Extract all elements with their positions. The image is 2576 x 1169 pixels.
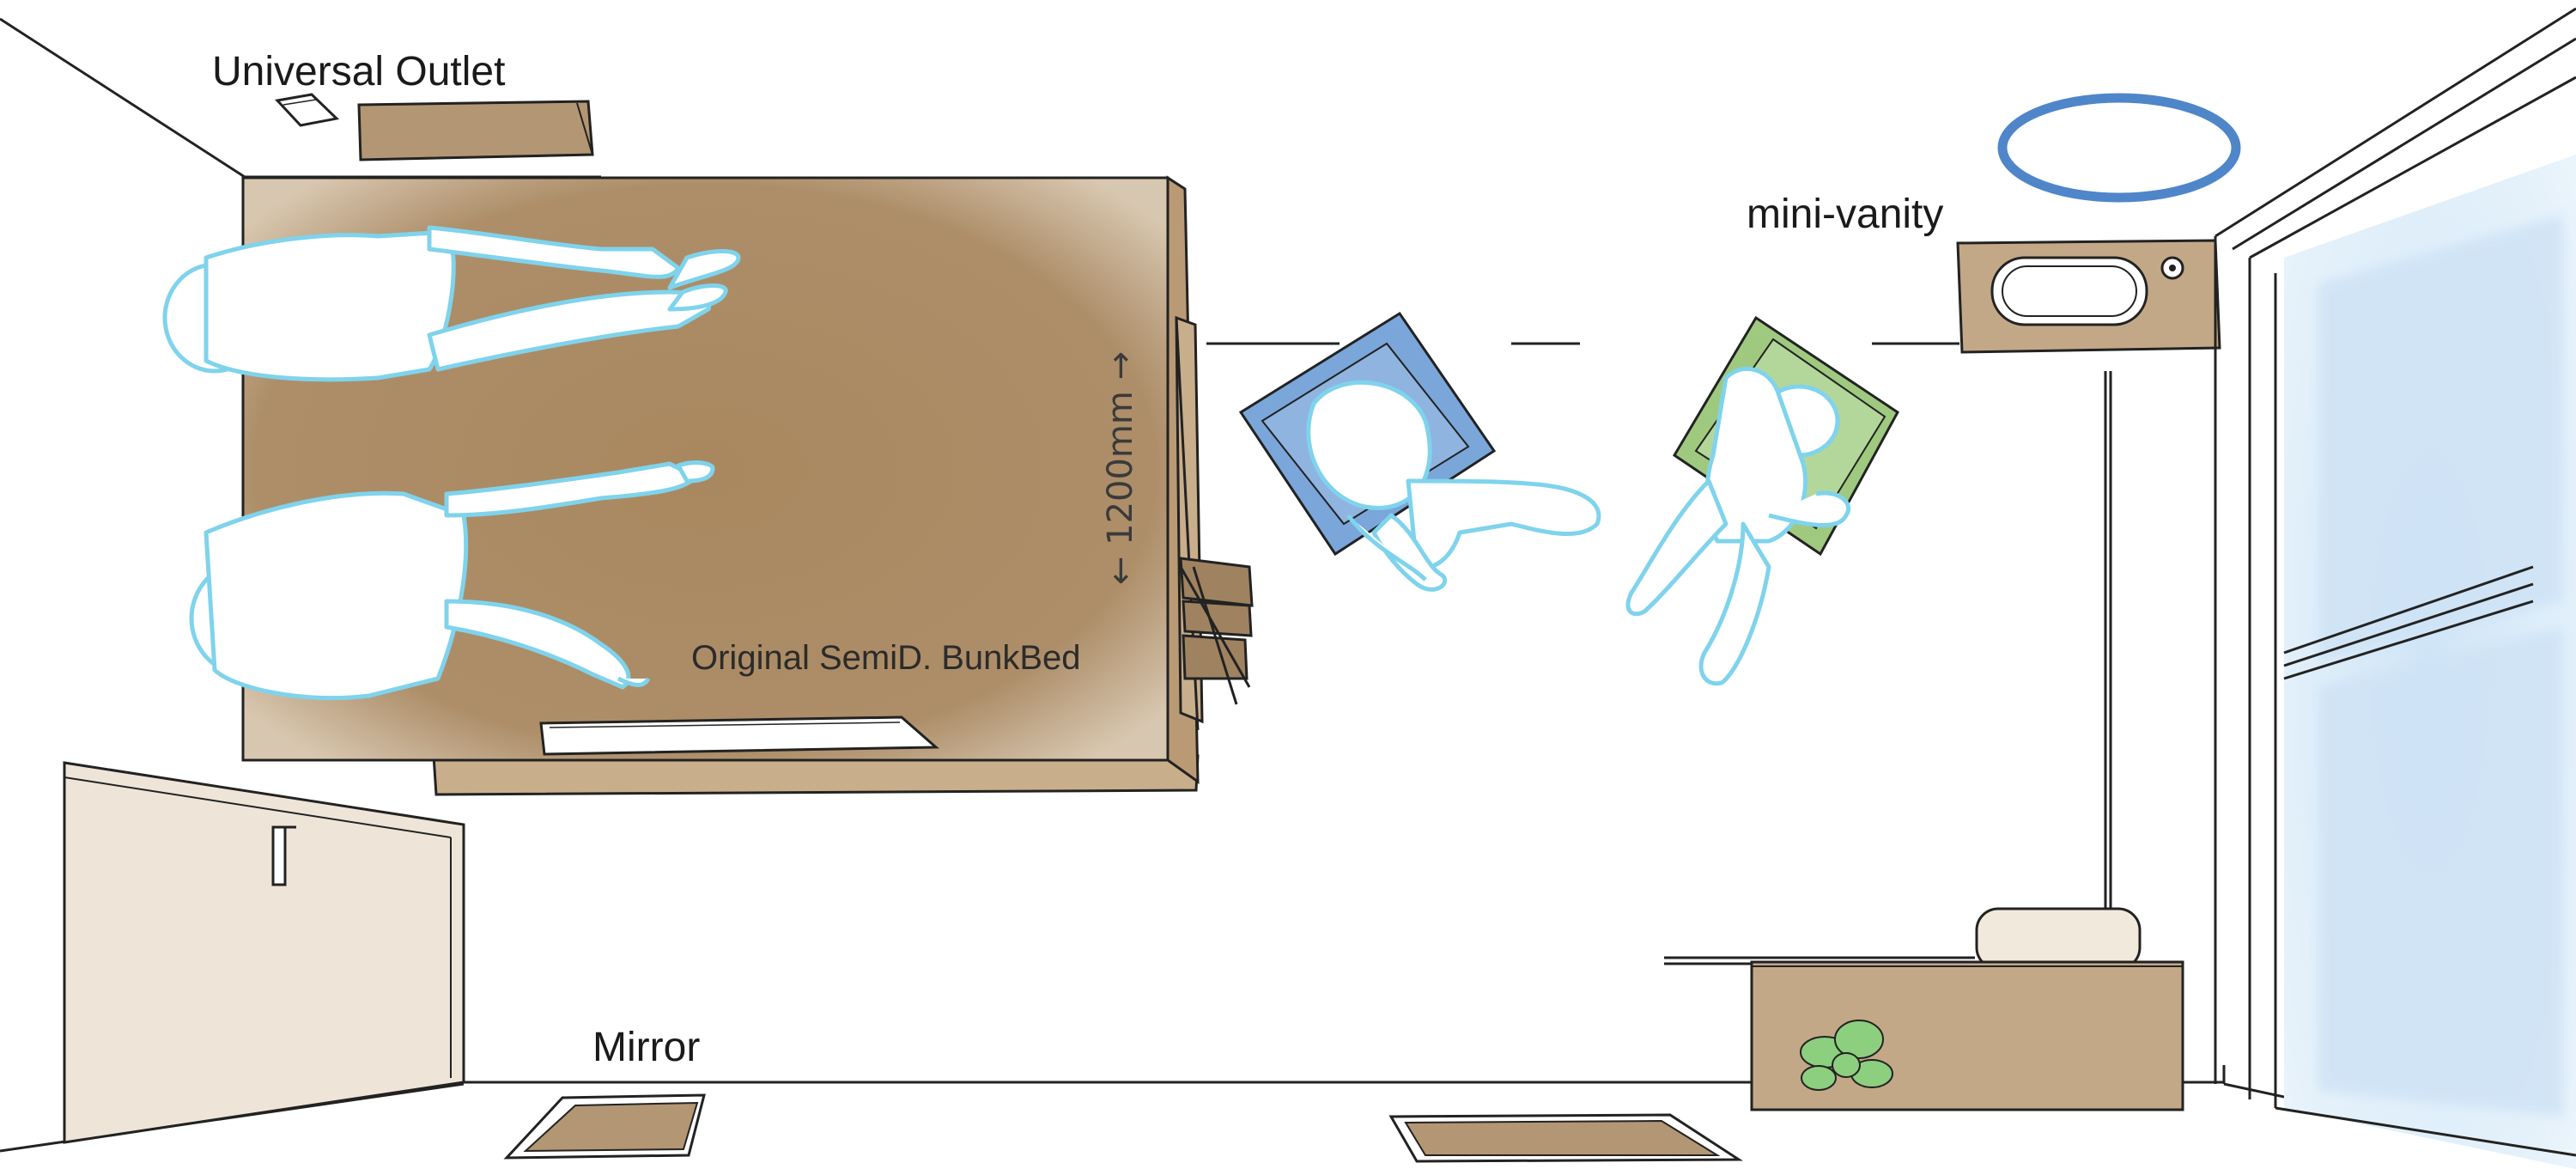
upper-lying-figure [162, 225, 741, 382]
bunk-bed-ladder [1175, 315, 1254, 731]
wall-shelf [357, 100, 594, 161]
bed-width-dimension: ← 1200mm → [1101, 350, 1140, 586]
universal-outlet [275, 93, 340, 127]
universal-outlet-label: Universal Outlet [212, 49, 506, 94]
mini-vanity-label: mini-vanity [1747, 192, 1944, 237]
plant [1800, 1020, 1893, 1091]
standing-figure [1625, 366, 1850, 686]
bunk-bed-label: Original SemiD. BunkBed [691, 639, 1081, 677]
ceiling-light [1997, 93, 2241, 203]
seated-figure [1306, 380, 1601, 592]
mirror-label: Mirror [592, 1025, 701, 1070]
wardrobe [63, 761, 465, 1144]
mirror [503, 1093, 706, 1160]
desk [1750, 907, 2184, 1111]
floor-mat [1388, 1113, 1744, 1163]
window [2214, 7, 2576, 1169]
lower-lying-figure [189, 460, 715, 701]
bunk-bed-lower-panel [432, 754, 1200, 796]
mini-vanity [1956, 239, 2221, 354]
